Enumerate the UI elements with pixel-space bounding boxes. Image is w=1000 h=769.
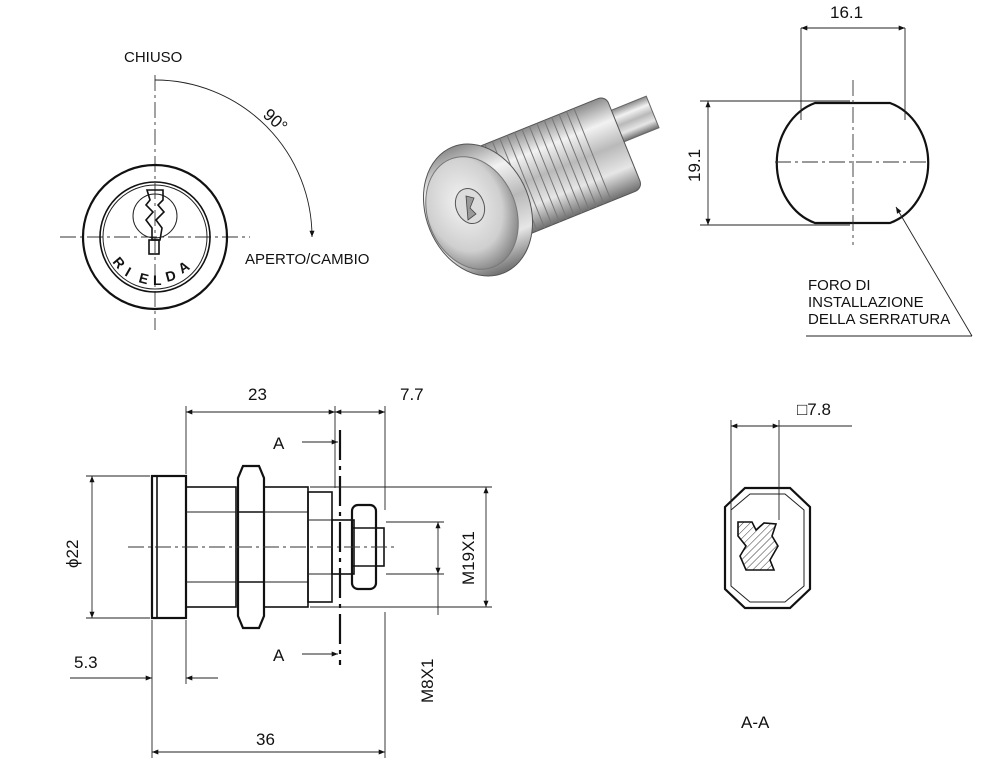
section-view: □7.8 A-A bbox=[723, 400, 852, 732]
hole-width-label: 16.1 bbox=[830, 3, 863, 22]
svg-text:A: A bbox=[175, 258, 192, 277]
section-mark-bottom: A bbox=[273, 646, 285, 665]
diameter-label: ϕ22 bbox=[63, 540, 82, 568]
svg-text:E: E bbox=[137, 269, 150, 287]
hole-note-line1: FORO DI bbox=[808, 277, 871, 294]
front-view: R I E L D A CHIUSO 90° APERTO/CAMBIO bbox=[60, 49, 369, 330]
section-title: A-A bbox=[741, 713, 770, 732]
side-view: A A 23 7.7 ϕ22 M19X1 M8X1 5.3 bbox=[63, 385, 492, 758]
hole-height-label: 19.1 bbox=[685, 149, 704, 182]
svg-text:L: L bbox=[153, 272, 162, 288]
total-length-label: 36 bbox=[256, 730, 275, 749]
install-hole-view: 16.1 19.1 FORO DI INSTALLAZIONE DELLA SE… bbox=[685, 3, 973, 337]
svg-text:R: R bbox=[110, 254, 129, 272]
hole-note-line3: DELLA SERRATURA bbox=[808, 311, 950, 328]
thread-label: M19X1 bbox=[459, 531, 478, 585]
svg-text:D: D bbox=[164, 267, 178, 285]
hole-note-line2: INSTALLAZIONE bbox=[808, 294, 924, 311]
product-photo bbox=[422, 95, 660, 277]
dim-7-7-label: 7.7 bbox=[400, 385, 424, 404]
square-size-label: □7.8 bbox=[797, 400, 831, 419]
open-label: APERTO/CAMBIO bbox=[245, 251, 369, 268]
closed-label: CHIUSO bbox=[124, 49, 182, 66]
section-mark-top: A bbox=[273, 434, 285, 453]
svg-text:I: I bbox=[123, 264, 134, 280]
shaft-thread-label: M8X1 bbox=[418, 659, 437, 703]
dim-23-label: 23 bbox=[248, 385, 267, 404]
angle-label: 90° bbox=[259, 105, 291, 136]
flange-thickness-label: 5.3 bbox=[74, 653, 98, 672]
